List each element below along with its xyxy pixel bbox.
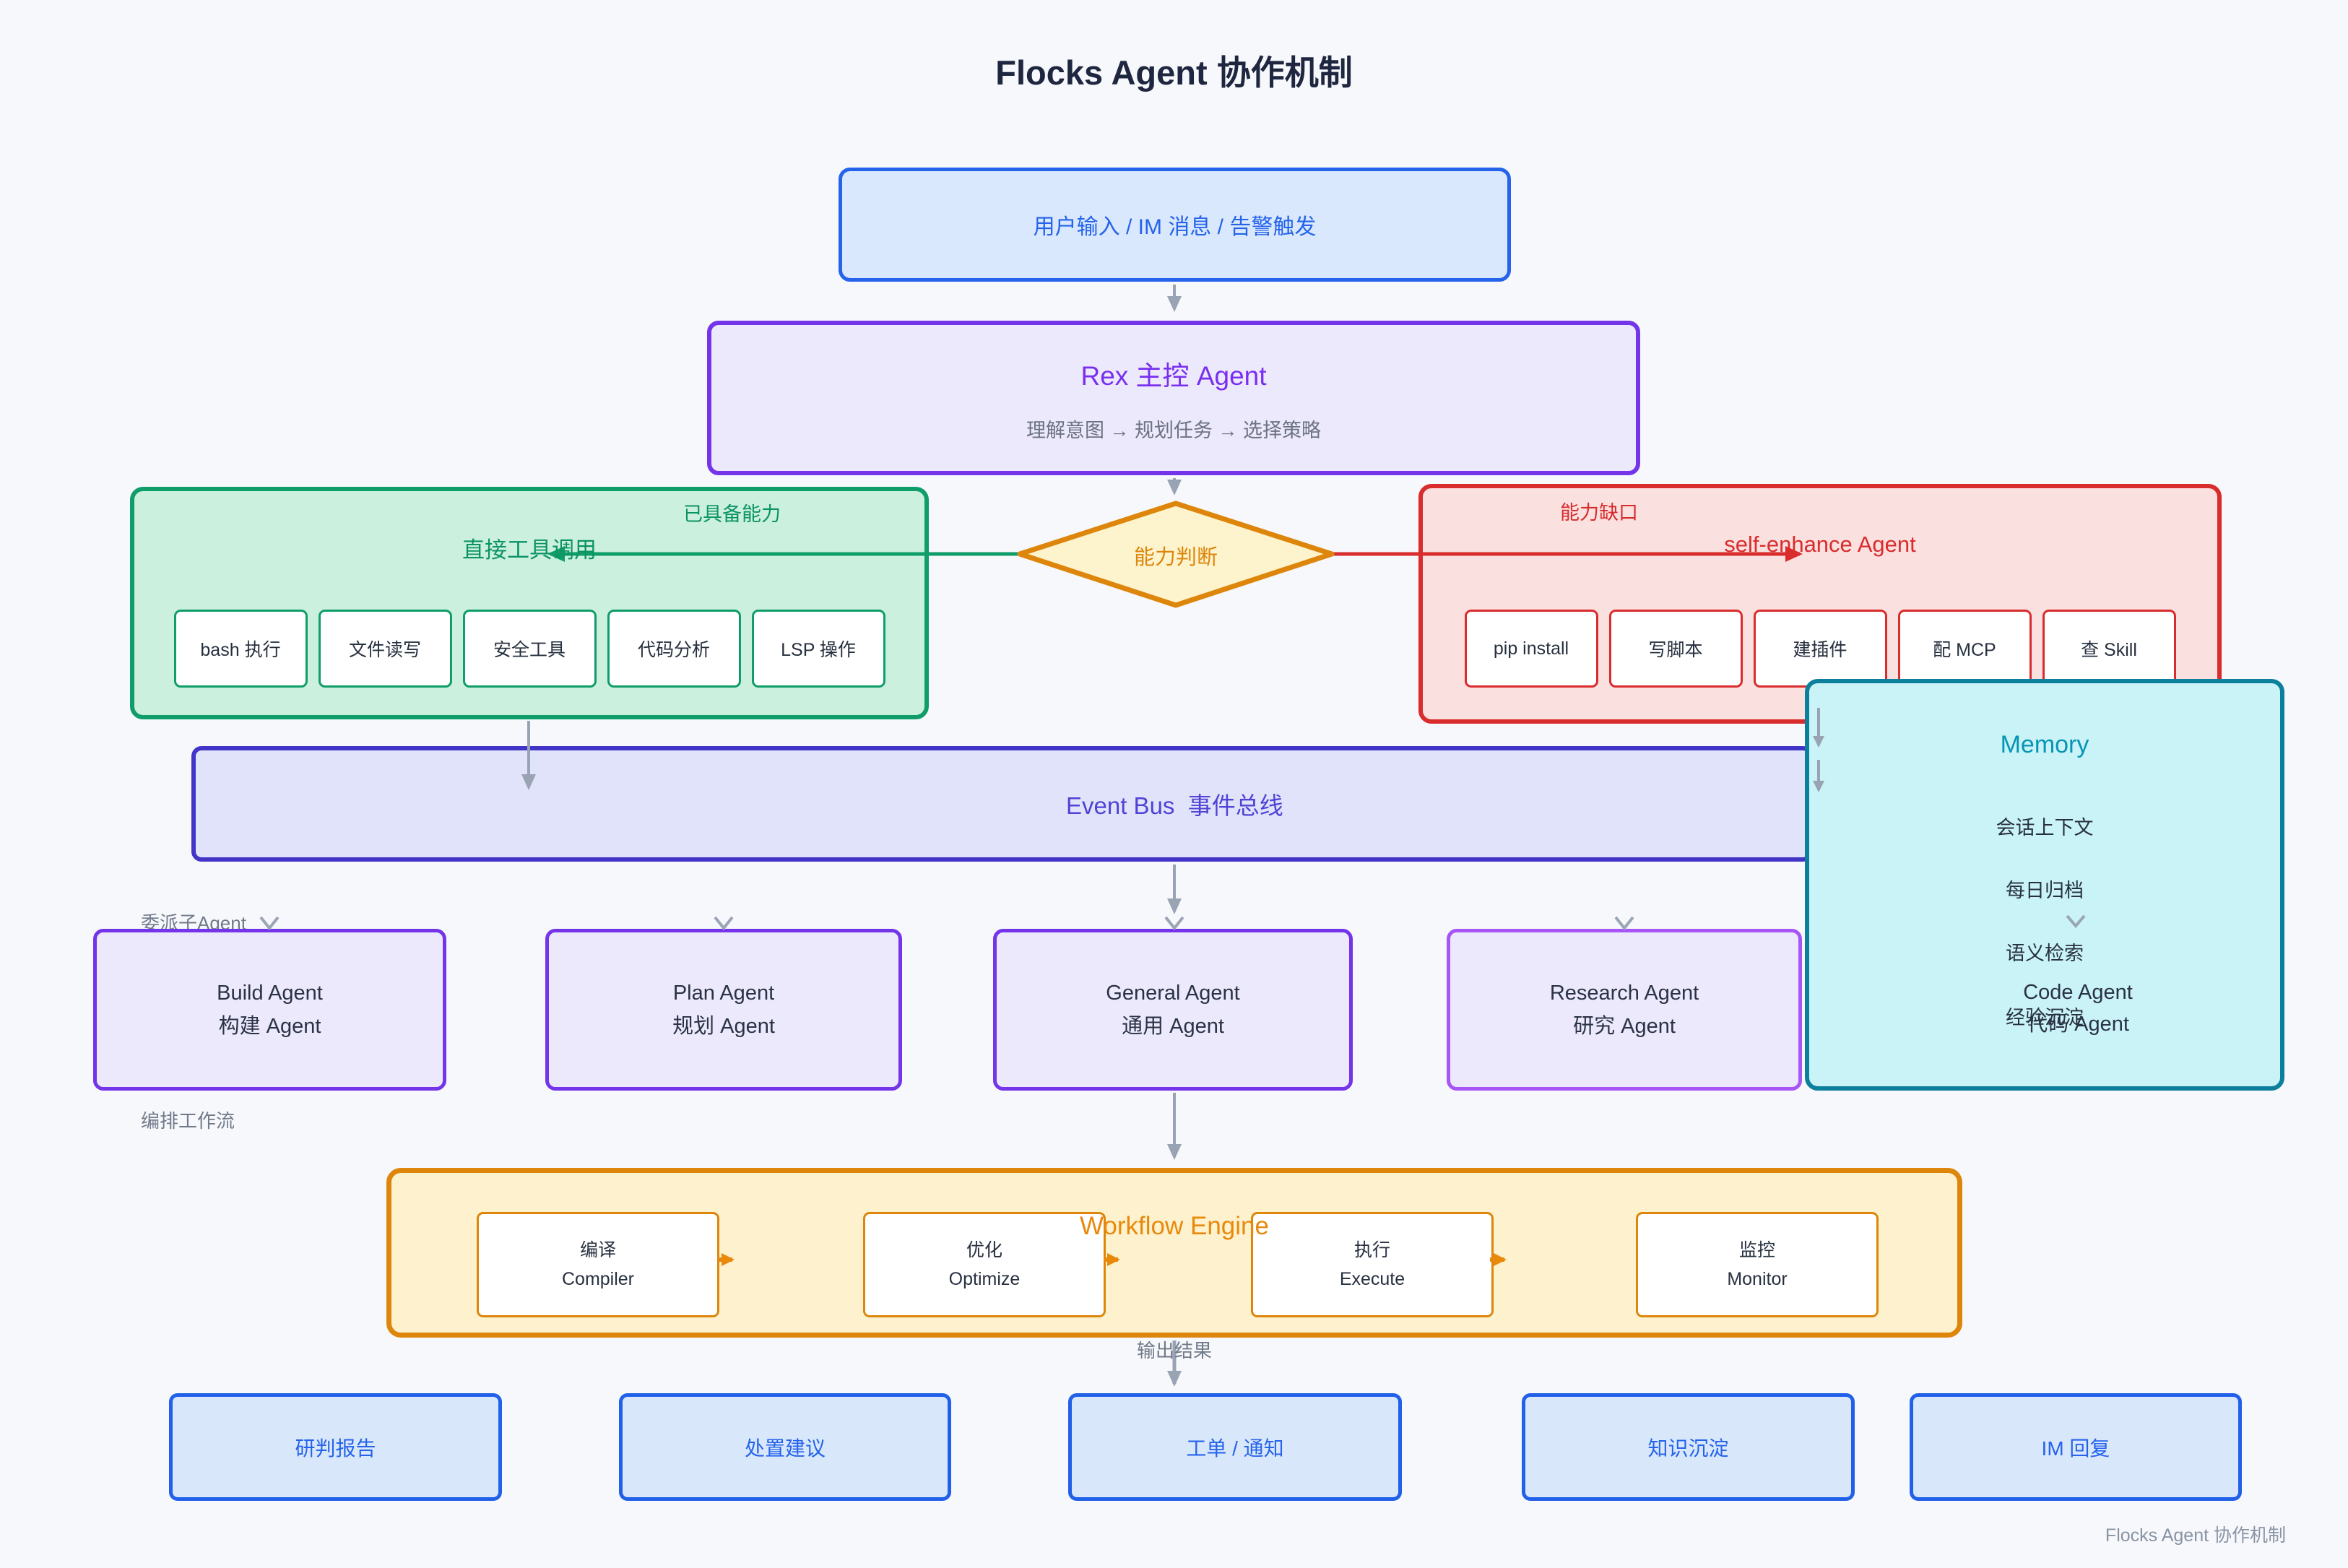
step-zh: 监控 — [1738, 1240, 1775, 1260]
agent-name-zh: 规划 Agent — [672, 1015, 775, 1038]
step-en: Compiler — [561, 1269, 635, 1289]
tool-chip-row: bash 执行 文件读写 安全工具 代码分析 LSP 操作 — [134, 610, 924, 688]
tool-chip-label: bash 执行 — [200, 640, 281, 660]
workflow-step-optimize: 优化 Optimize — [863, 1212, 1106, 1317]
tool-chip-label: 文件读写 — [348, 640, 421, 660]
agent-name-zh: 构建 Agent — [218, 1015, 321, 1038]
node-output-advice: 处置建议 — [619, 1393, 951, 1501]
event-bus-label: Event Bus 事件总线 — [1066, 792, 1283, 819]
agent-name-en: Build Agent — [217, 982, 323, 1005]
tool-chip-lsp: LSP 操作 — [751, 610, 885, 688]
node-event-bus: Event Bus 事件总线 — [191, 746, 1813, 862]
output-label-text: 处置建议 — [744, 1437, 826, 1460]
memory-item-session-context: 会话上下文 — [1996, 817, 2094, 839]
agent-name-en: Research Agent — [1549, 982, 1699, 1005]
capability-tag: 已具备能力 — [683, 503, 781, 525]
step-zh: 执行 — [1353, 1240, 1390, 1260]
enhance-chip-script: 写脚本 — [1608, 610, 1743, 688]
code-agent-label: Code Agent 代码 Agent — [1941, 976, 2215, 1040]
orchestrate-workflow-label: 编排工作流 — [141, 1110, 235, 1132]
page-title: Flocks Agent 协作机制 — [995, 53, 1353, 92]
agent-name-zh: 研究 Agent — [1573, 1015, 1676, 1038]
gap-tag: 能力缺口 — [1560, 502, 1638, 524]
node-output-im-reply: IM 回复 — [1910, 1393, 2242, 1501]
enhance-chip-label: 建插件 — [1793, 640, 1847, 660]
output-result-label: 输出结果 — [1136, 1340, 1212, 1361]
agent-name-zh: 代码 Agent — [2027, 1013, 2129, 1036]
workflow-step-compiler: 编译 Compiler — [477, 1212, 719, 1317]
node-build-agent: Build Agent 构建 Agent — [93, 929, 446, 1091]
workflow-engine-title: Workflow Engine — [1080, 1212, 1269, 1240]
enhance-chip-mcp: 配 MCP — [1897, 610, 2032, 688]
step-en: Execute — [1339, 1269, 1405, 1289]
memory-title: Memory — [2000, 731, 2089, 758]
tool-chip-label: LSP 操作 — [781, 640, 856, 660]
enhance-chip-label: pip install — [1493, 638, 1569, 659]
workflow-step-execute: 执行 Execute — [1251, 1212, 1494, 1317]
direct-tool-call-title: 直接工具调用 — [462, 537, 597, 563]
tool-chip-label: 代码分析 — [637, 640, 710, 660]
self-enhance-title: self-enhance Agent — [1724, 532, 1916, 557]
agent-name-en: Code Agent — [2023, 981, 2133, 1004]
enhance-chip-label: 写脚本 — [1648, 640, 1703, 660]
enhance-chip-label: 查 Skill — [2081, 640, 2137, 660]
enhance-chip-pip: pip install — [1464, 610, 1598, 688]
node-memory: Memory 会话上下文 每日归档 语义检索 经验沉淀 — [1805, 679, 2284, 1091]
step-zh: 优化 — [966, 1240, 1002, 1260]
output-label-text: IM 回复 — [2041, 1437, 2110, 1460]
output-label-text: 研判报告 — [295, 1437, 376, 1460]
rex-title: Rex 主控 Agent — [1080, 360, 1267, 391]
node-plan-agent: Plan Agent 规划 Agent — [545, 929, 902, 1091]
rex-subtitle: 理解意图 → 规划任务 → 选择策略 — [1026, 419, 1321, 441]
enhance-chip-skill: 查 Skill — [2042, 610, 2176, 688]
step-en: Optimize — [948, 1269, 1021, 1289]
node-general-agent: General Agent 通用 Agent — [993, 929, 1353, 1091]
memory-item-daily-archive: 每日归档 — [2006, 880, 2084, 901]
memory-item-semantic-search: 语义检索 — [2006, 943, 2084, 964]
node-direct-tool-call: 已具备能力 bash 执行 文件读写 安全工具 代码分析 LSP 操作 — [130, 487, 929, 719]
footer-watermark: Flocks Agent 协作机制 — [2105, 1525, 2286, 1546]
workflow-step-monitor: 监控 Monitor — [1636, 1212, 1879, 1317]
step-zh: 编译 — [579, 1240, 616, 1260]
decision-diamond-label: 能力判断 — [1133, 546, 1218, 569]
enhance-chip-plugin: 建插件 — [1753, 610, 1887, 688]
tool-chip-file: 文件读写 — [318, 610, 452, 688]
tool-chip-security: 安全工具 — [462, 610, 597, 688]
node-output-report: 研判报告 — [169, 1393, 502, 1501]
enhance-chip-row: pip install 写脚本 建插件 配 MCP 查 Skill — [1423, 610, 2217, 688]
output-label-text: 工单 / 通知 — [1186, 1437, 1284, 1460]
node-output-ticket: 工单 / 通知 — [1068, 1393, 1402, 1501]
node-rex-master-agent: Rex 主控 Agent 理解意图 → 规划任务 → 选择策略 — [707, 321, 1640, 475]
output-label-text: 知识沉淀 — [1647, 1437, 1729, 1460]
tool-chip-bash: bash 执行 — [173, 610, 308, 688]
agent-name-en: Plan Agent — [672, 982, 775, 1005]
node-research-agent: Research Agent 研究 Agent — [1447, 929, 1802, 1091]
step-en: Monitor — [1727, 1269, 1788, 1289]
agent-name-en: General Agent — [1106, 982, 1240, 1005]
agent-top-chevrons — [259, 916, 1634, 931]
node-output-knowledge: 知识沉淀 — [1522, 1393, 1855, 1501]
node-workflow-engine: 编译 Compiler 优化 Optimize 执行 Execute 监控 Monito… — [386, 1168, 1962, 1338]
agent-name-zh: 通用 Agent — [1122, 1015, 1224, 1038]
enhance-chip-label: 配 MCP — [1933, 640, 1996, 660]
node-user-input: 用户输入 / IM 消息 / 告警触发 — [839, 168, 1511, 282]
node-self-enhance-agent: 能力缺口 pip install 写脚本 建插件 配 MCP 查 Skill — [1418, 484, 2222, 724]
node-user-input-label: 用户输入 / IM 消息 / 告警触发 — [1033, 215, 1317, 239]
tool-chip-code-analysis: 代码分析 — [607, 610, 741, 688]
tool-chip-label: 安全工具 — [493, 640, 566, 660]
memory-item-experience: 经验沉淀 — [2006, 1007, 2084, 1028]
